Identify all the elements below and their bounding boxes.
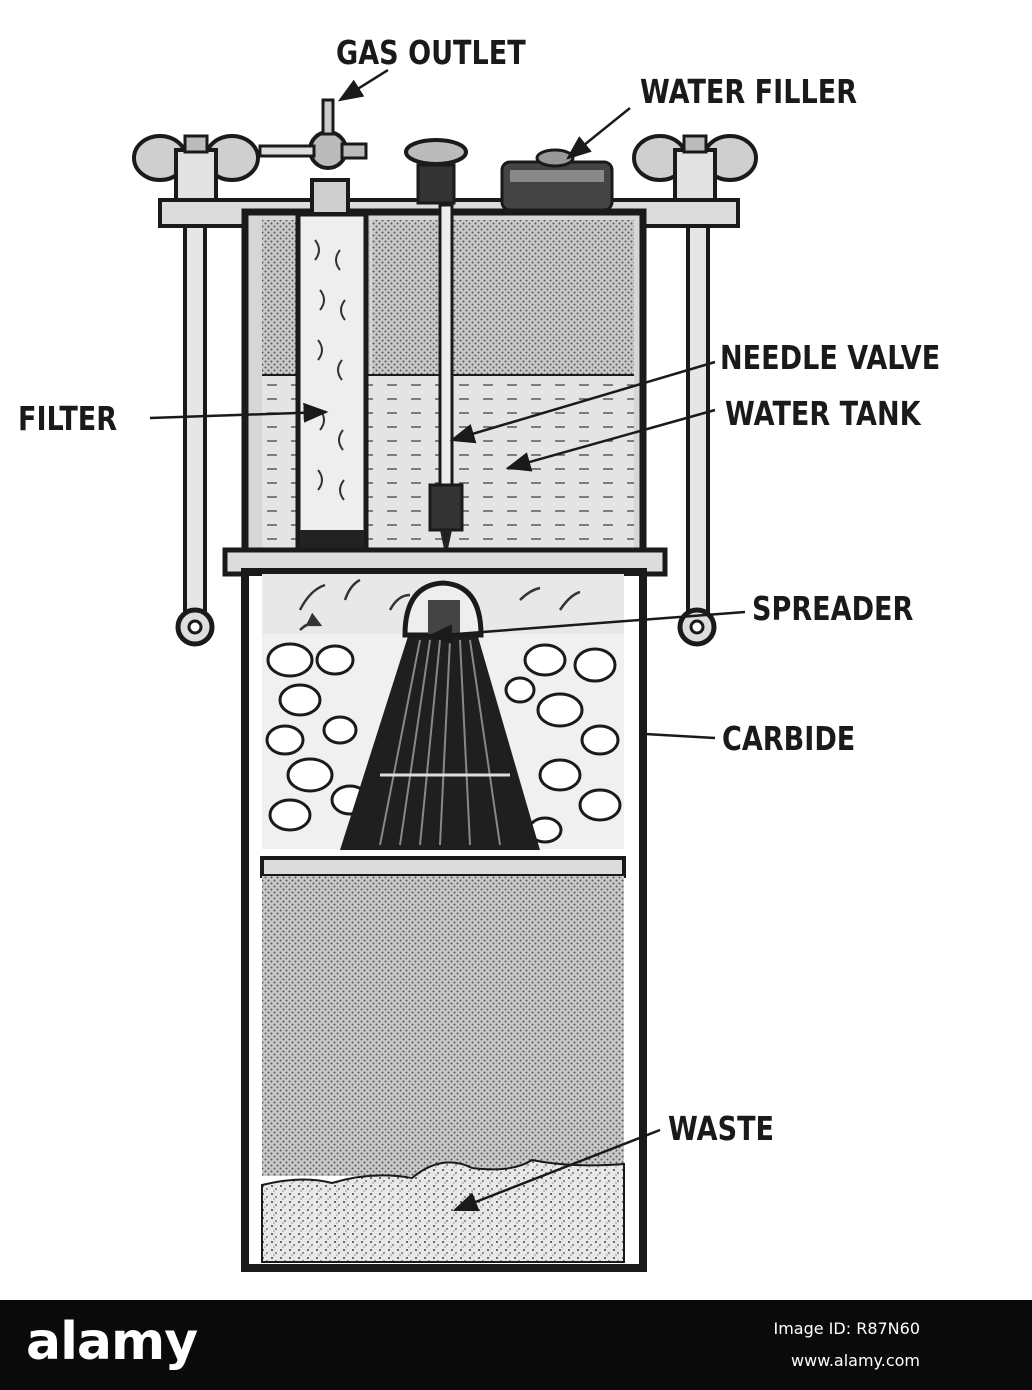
- gas-outlet-fitting: [258, 98, 368, 216]
- leader-needle-valve: [449, 360, 716, 444]
- wing-nut-left: [132, 134, 260, 204]
- leader-gas-outlet: [337, 68, 389, 102]
- diagram-drawing: [132, 68, 758, 1272]
- label-filter: FILTER: [18, 399, 118, 438]
- label-carbide: CARBIDE: [722, 719, 856, 758]
- label-water-filler: WATER FILLER: [640, 72, 858, 111]
- leader-filter: [149, 402, 329, 423]
- filter-column: [295, 211, 369, 557]
- alamy-logo[interactable]: alamy: [26, 1312, 198, 1372]
- label-needle-valve: NEEDLE VALVE: [720, 338, 941, 377]
- leader-spreader: [427, 610, 746, 645]
- leader-waste: [452, 1128, 661, 1212]
- water-filler-cap: [500, 148, 614, 212]
- label-spreader: SPREADER: [752, 589, 914, 628]
- stock-footer-bar: alamy Image ID: R87N60 www.alamy.com: [0, 1300, 1032, 1390]
- leader-lines: [149, 68, 746, 1212]
- label-water-tank: WATER TANK: [725, 394, 921, 433]
- image-id-text: Image ID: R87N60: [773, 1319, 920, 1338]
- label-gas-outlet: GAS OUTLET: [336, 33, 526, 72]
- site-url-link[interactable]: www.alamy.com: [791, 1351, 920, 1370]
- lower-container: [241, 568, 647, 1272]
- carbide-generator-diagram: GAS OUTLET WATER FILLER NEEDLE VALVE WAT…: [18, 33, 941, 1272]
- leader-water-filler: [566, 107, 631, 160]
- label-waste: WASTE: [668, 1109, 775, 1148]
- clamp-rod-right: [677, 220, 717, 647]
- leader-carbide: [644, 732, 716, 740]
- wing-nut-right: [632, 134, 758, 204]
- clamp-rod-left: [175, 220, 215, 647]
- leader-water-tank: [505, 408, 716, 472]
- needle-valve: [404, 138, 468, 558]
